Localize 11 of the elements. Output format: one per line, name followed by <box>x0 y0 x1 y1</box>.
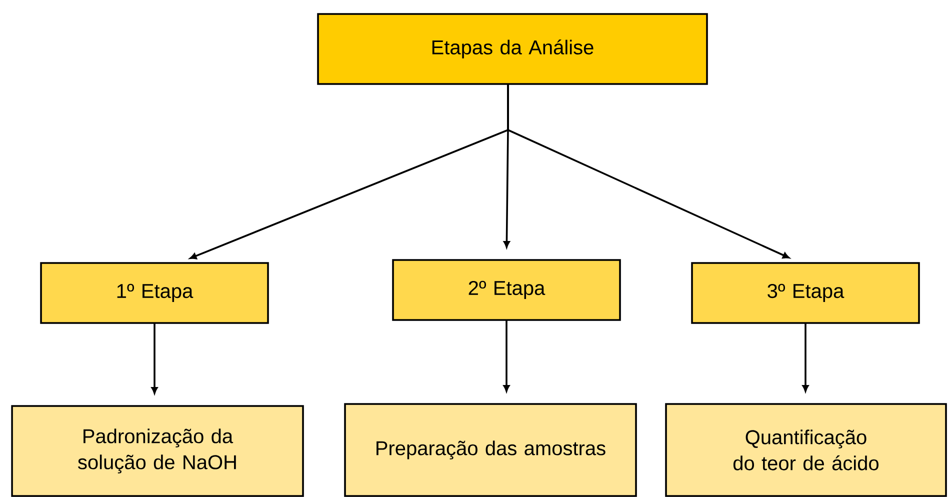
step-box: 1º Etapa <box>40 262 269 324</box>
arrow <box>151 323 158 394</box>
task-box: Preparação das amostras <box>344 403 637 497</box>
task-box: Padronização da solução de NaOH <box>11 405 304 497</box>
task-box: Quantificação do teor de ácido <box>665 403 947 497</box>
step-box: 3º Etapa <box>691 262 920 324</box>
arrow <box>507 84 790 258</box>
title-box: Etapas da Análise <box>317 13 708 85</box>
arrow <box>503 320 510 392</box>
arrow <box>802 323 809 392</box>
step-box: 2º Etapa <box>392 259 621 321</box>
